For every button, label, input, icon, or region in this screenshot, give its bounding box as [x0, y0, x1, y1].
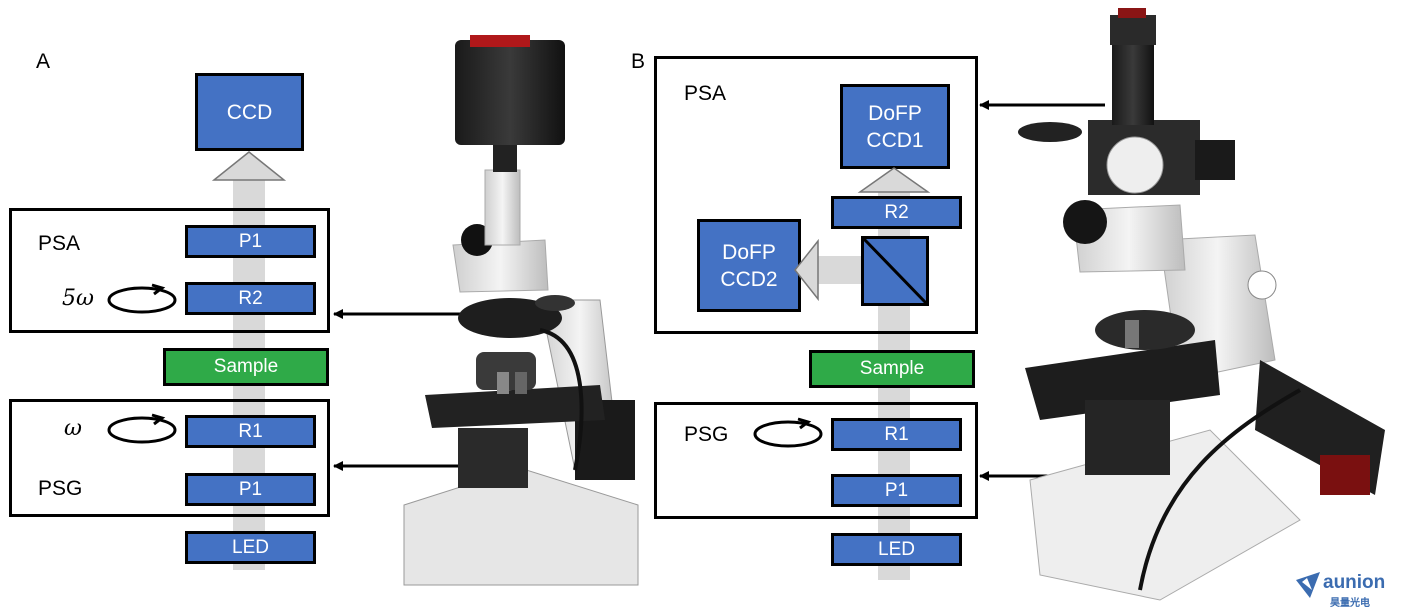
psa-label-b: PSA [684, 82, 727, 105]
retarder-r1-b: R1 [831, 418, 962, 451]
beam-arrowhead-b-side [794, 238, 819, 302]
light-beam-b-side [815, 256, 865, 284]
panel-b-letter: B [631, 50, 646, 73]
sample-b: Sample [809, 350, 975, 388]
rotation-icon-w [107, 413, 177, 444]
psg-frame-a [9, 399, 330, 517]
psg-label-b: PSG [684, 423, 729, 446]
watermark-subtext: 昊量光电 [1330, 598, 1370, 609]
psa-label-a: PSA [38, 232, 81, 255]
rotation-rate-w: ω [64, 416, 82, 441]
sample-a: Sample [163, 348, 329, 386]
aunion-logo-icon [1296, 572, 1320, 598]
led-source-a: LED [185, 531, 316, 564]
polarizer-p1-psa-a: P1 [185, 225, 316, 258]
retarder-r2-b: R2 [831, 196, 962, 229]
rotation-rate-5w: 5ω [62, 286, 94, 311]
psg-label-a: PSG [38, 477, 83, 500]
polarizer-p1-psg-a: P1 [185, 473, 316, 506]
psa-frame-b [654, 56, 978, 334]
rotation-icon-5w [107, 283, 177, 314]
led-source-b: LED [831, 533, 962, 566]
watermark-brand: aunion [1323, 572, 1386, 593]
psg-frame-b [654, 402, 978, 519]
panel-a-letter: A [36, 50, 51, 73]
retarder-r2-a: R2 [185, 282, 316, 315]
polarizer-p1-b: P1 [831, 474, 962, 507]
beam-arrowhead-a [211, 151, 287, 181]
microscope-photo-b [1018, 8, 1385, 601]
retarder-r1-a: R1 [185, 415, 316, 448]
ccd-camera-a: CCD [195, 73, 304, 151]
psa-frame-a [9, 208, 330, 333]
rotation-icon-psg-b [753, 417, 823, 448]
beam-splitter-diagonal [862, 237, 928, 305]
microscope-photo-a [403, 35, 639, 586]
beam-arrowhead-b [857, 167, 931, 193]
